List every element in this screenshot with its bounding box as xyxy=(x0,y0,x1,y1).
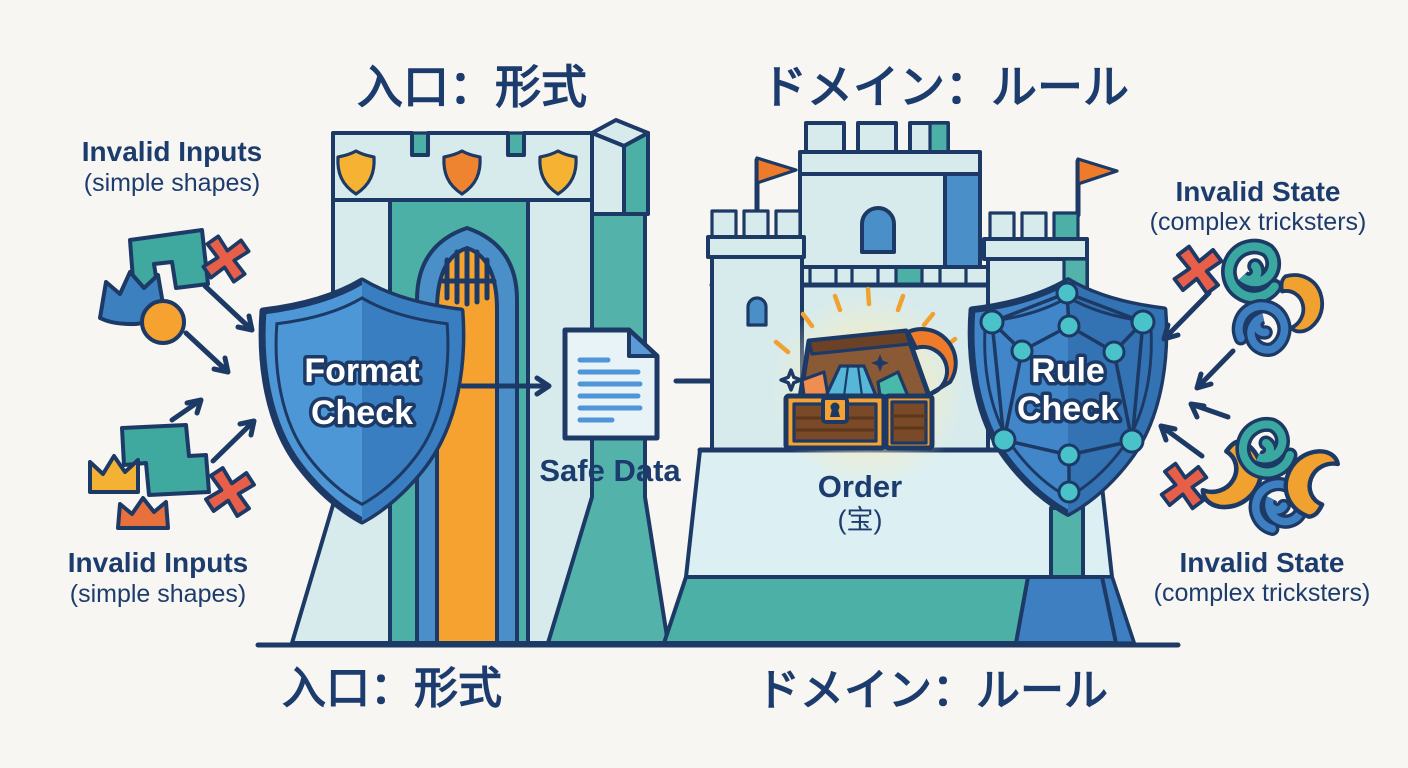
x-mark-icon xyxy=(1171,243,1225,297)
treasure-sublabel: (宝) xyxy=(838,505,883,535)
caption-bottom-right: ドメイン：ルール xyxy=(756,666,1108,715)
chest-side-slats xyxy=(890,400,928,445)
tower-merlon xyxy=(1020,211,1048,241)
format-shield-label-line2: Check xyxy=(311,394,413,432)
flag xyxy=(1076,157,1119,186)
tower-merlon xyxy=(742,209,770,239)
tower-merlon xyxy=(988,211,1016,241)
keep-merlon-teal-face xyxy=(928,121,950,154)
tower-band xyxy=(706,235,806,259)
arrow-invalid-to-shield xyxy=(1158,423,1205,459)
invalid-state-top-group xyxy=(1161,239,1336,391)
swirl-teal xyxy=(1243,424,1290,472)
gate-cap-front-face xyxy=(590,131,626,216)
network-nodes xyxy=(979,281,1156,504)
rule-shield-label-line1: Rule xyxy=(1031,352,1105,390)
title-top-left: 入口：形式 xyxy=(357,61,587,113)
tower-merlon xyxy=(1052,211,1080,241)
keep-side-face xyxy=(943,172,982,269)
safe-data-document xyxy=(562,327,660,441)
invalid-inputs-top-sublabel: (simple shapes) xyxy=(84,169,260,197)
gem-facets xyxy=(842,365,864,397)
x-mark-icon xyxy=(199,232,253,286)
rule-shield-column xyxy=(1049,506,1085,580)
x-mark-icon xyxy=(201,463,259,521)
tower-merlon xyxy=(774,209,802,239)
arrow-invalid-to-shield xyxy=(169,397,204,423)
format-check-shield: Format Check xyxy=(262,281,462,521)
keep-merlon xyxy=(856,121,898,154)
invalid-state-bottom-sublabel: (complex tricksters) xyxy=(1154,579,1371,607)
invalid-state-bottom-group xyxy=(1158,401,1339,529)
invalid-inputs-top-group xyxy=(98,228,255,375)
keep-window xyxy=(860,206,896,254)
flag xyxy=(755,156,798,185)
tower-band xyxy=(982,237,1089,261)
invalid-inputs-bottom-group xyxy=(88,397,259,530)
invalid-state-bottom-label: Invalid State xyxy=(1180,547,1345,578)
chest-lid-band xyxy=(807,329,912,356)
tower-merlon xyxy=(710,209,738,239)
keep-merlon xyxy=(804,121,846,154)
arrow-invalid-to-shield xyxy=(210,418,257,464)
invalid-inputs-top-label: Invalid Inputs xyxy=(82,136,262,167)
invalid-inputs-bottom-sublabel: (simple shapes) xyxy=(70,580,246,608)
swirl-teal xyxy=(1222,239,1286,303)
arrow-invalid-to-shield xyxy=(1188,401,1231,420)
arrow-invalid-to-shield xyxy=(202,283,255,333)
arrow-invalid-to-shield xyxy=(1161,290,1212,342)
shape-red-crown xyxy=(116,496,170,530)
format-shield-label-line1: Format xyxy=(304,352,419,390)
keyhole-icon xyxy=(830,409,840,417)
invalid-state-top-sublabel: (complex tricksters) xyxy=(1150,208,1367,236)
rule-network-graph xyxy=(979,281,1156,504)
invalid-inputs-bottom-label: Invalid Inputs xyxy=(68,547,248,578)
rule-shield-pedestal xyxy=(1014,575,1118,645)
chest-slat-lines xyxy=(892,414,926,430)
arrow-invalid-to-shield xyxy=(183,330,231,375)
portcullis-bars xyxy=(440,246,497,307)
document-fold-corner xyxy=(627,328,659,358)
arrow-shield-to-document xyxy=(459,375,552,397)
title-top-right: ドメイン：ルール xyxy=(761,61,1129,113)
tower-window xyxy=(746,296,768,327)
castle-keep xyxy=(798,121,982,269)
rule-shield-label-line2: Check xyxy=(1017,390,1119,428)
rule-check-shield: Rule Check xyxy=(971,281,1165,514)
invalid-state-top-label: Invalid State xyxy=(1176,176,1341,207)
treasure-chest xyxy=(779,327,958,451)
caption-bottom-left: 入口：形式 xyxy=(282,664,502,713)
x-mark-icon xyxy=(1158,460,1210,512)
gate-cap-right-face xyxy=(622,131,650,216)
safe-data-label: Safe Data xyxy=(539,453,681,488)
shape-yellow-crown xyxy=(88,454,140,494)
treasure-label: Order xyxy=(818,469,902,504)
swirl-blue xyxy=(1230,297,1294,361)
arrow-invalid-to-shield xyxy=(1194,348,1236,391)
shape-orange-circle xyxy=(140,299,186,345)
keep-parapet-band xyxy=(798,150,982,176)
document-text-lines xyxy=(577,357,643,423)
